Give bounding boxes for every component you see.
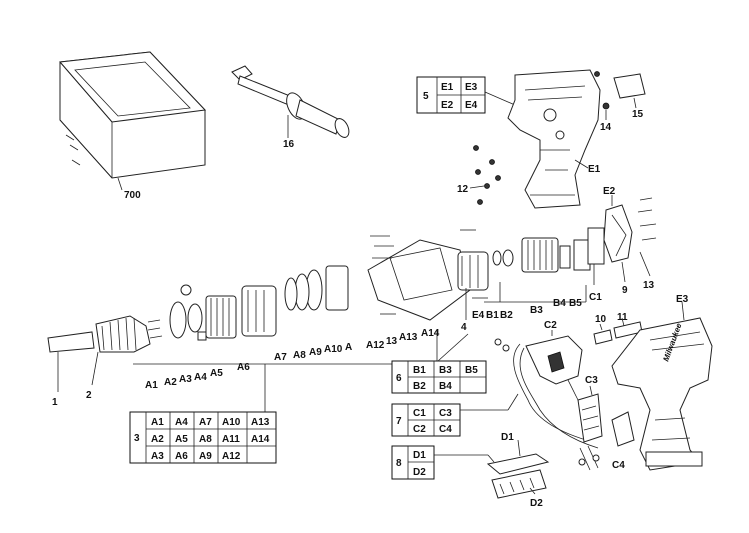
table-8-cell: D2 — [413, 467, 426, 478]
label-a14: A14 — [421, 328, 440, 339]
table-5: 5 E1 E3 E2 E4 — [416, 76, 516, 114]
table-3-cell: A7 — [199, 417, 212, 428]
label-a1: A1 — [145, 380, 158, 391]
table-3-cell: A3 — [151, 451, 164, 462]
label-10: 10 — [595, 314, 607, 325]
label-e3: E3 — [676, 294, 689, 305]
label-b3: B3 — [530, 305, 543, 316]
label-14: 14 — [600, 122, 612, 133]
table-6: 6 B1 B3 B5 B2 B4 — [391, 333, 487, 394]
label-a2: A2 — [164, 377, 177, 388]
label-c2: C2 — [544, 320, 557, 331]
table-3-cell: A13 — [251, 417, 270, 428]
table-7-cell: C3 — [439, 408, 452, 419]
table-3-cell: A8 — [199, 434, 212, 445]
table-3-cell: A14 — [251, 434, 270, 445]
label-2: 2 — [86, 390, 92, 401]
label-a: A — [345, 342, 352, 353]
carry-case — [58, 51, 207, 191]
table-6-cell: B3 — [439, 365, 452, 376]
label-1: 1 — [52, 397, 58, 408]
label-a13: A13 — [399, 332, 418, 343]
end-cap-e2 — [603, 195, 633, 263]
label-d2: D2 — [530, 498, 543, 509]
label-b4: B4 — [553, 298, 566, 309]
table-5-cell: E4 — [465, 100, 478, 111]
label-e4: E4 — [472, 310, 485, 321]
table-3: 3 A1 A4 A7 A10 A13 A2 A5 A8 A11 A14 A3 A… — [129, 411, 277, 464]
table-3-cell: A5 — [175, 434, 188, 445]
label-a3: A3 — [179, 374, 192, 385]
brush-parts-10-11 — [593, 317, 643, 345]
label-e2: E2 — [603, 186, 616, 197]
label-a7: A7 — [274, 352, 287, 363]
label-15: 15 — [632, 109, 644, 120]
table-3-cell: A9 — [199, 451, 212, 462]
table-6-cell: B2 — [413, 381, 426, 392]
label-700: 700 — [124, 190, 141, 201]
label-a10: A10 — [324, 344, 343, 355]
label-13-right: 13 — [643, 280, 655, 291]
label-c3: C3 — [585, 375, 598, 386]
table-3-cell: A10 — [222, 417, 241, 428]
battery-terminal-block — [486, 439, 550, 499]
screw-14 — [594, 71, 610, 120]
table-7-cell: C1 — [413, 408, 426, 419]
table-7: 7 C1 C3 C2 C4 — [391, 393, 519, 437]
label-e1: E1 — [588, 164, 601, 175]
label-13-mid: 13 — [386, 336, 398, 347]
table-7-cell: C4 — [439, 424, 452, 435]
label-b1: B1 — [486, 310, 499, 321]
housing-half-e1 — [507, 69, 601, 209]
table-8: 8 D1 D2 — [391, 445, 495, 480]
table-6-cell: B4 — [439, 381, 452, 392]
switch-module — [494, 330, 603, 471]
table-7-cell: C2 — [413, 424, 426, 435]
table-8-cell: D1 — [413, 450, 426, 461]
table-3-cell: A11 — [222, 434, 240, 445]
label-a9: A9 — [309, 347, 322, 358]
table-5-cell: E2 — [441, 100, 454, 111]
table-3-cell: A4 — [175, 417, 188, 428]
label-9: 9 — [622, 285, 628, 296]
label-c4: C4 — [612, 460, 625, 471]
label-b5: B5 — [569, 298, 582, 309]
table-6-number: 6 — [396, 373, 402, 384]
table-6-cell: B1 — [413, 365, 426, 376]
table-8-number: 8 — [396, 458, 402, 469]
label-c1: C1 — [589, 292, 602, 303]
label-a5: A5 — [210, 368, 223, 379]
table-6-cell: B5 — [465, 365, 478, 376]
label-a4: A4 — [194, 372, 207, 383]
table-3-cell: A6 — [175, 451, 188, 462]
table-3-number: 3 — [134, 433, 140, 444]
housing-half-e3 — [611, 301, 713, 471]
table-5-cell: E3 — [465, 82, 478, 93]
motor-assembly — [484, 227, 605, 303]
label-11: 11 — [617, 312, 628, 323]
label-a8: A8 — [293, 350, 306, 361]
battery-contact-c4 — [611, 411, 635, 447]
table-3-cell: A1 — [151, 417, 164, 428]
label-4: 4 — [461, 322, 467, 333]
screws-13-right — [637, 197, 657, 277]
label-plate-15 — [613, 73, 646, 109]
screws-12 — [469, 145, 501, 205]
gearbox-assembly — [284, 229, 489, 321]
table-5-cell: E1 — [441, 82, 454, 93]
label-b2: B2 — [500, 310, 513, 321]
label-a12: A12 — [366, 340, 385, 351]
label-a6: A6 — [237, 362, 250, 373]
table-3-cell: A2 — [151, 434, 164, 445]
label-16: 16 — [283, 139, 295, 150]
label-12: 12 — [457, 184, 469, 195]
label-d1: D1 — [501, 432, 514, 443]
table-5-number: 5 — [423, 91, 429, 102]
chuck-assembly — [47, 284, 277, 353]
table-3-cell: A12 — [222, 451, 241, 462]
table-7-number: 7 — [396, 416, 402, 427]
side-handle — [231, 65, 350, 138]
